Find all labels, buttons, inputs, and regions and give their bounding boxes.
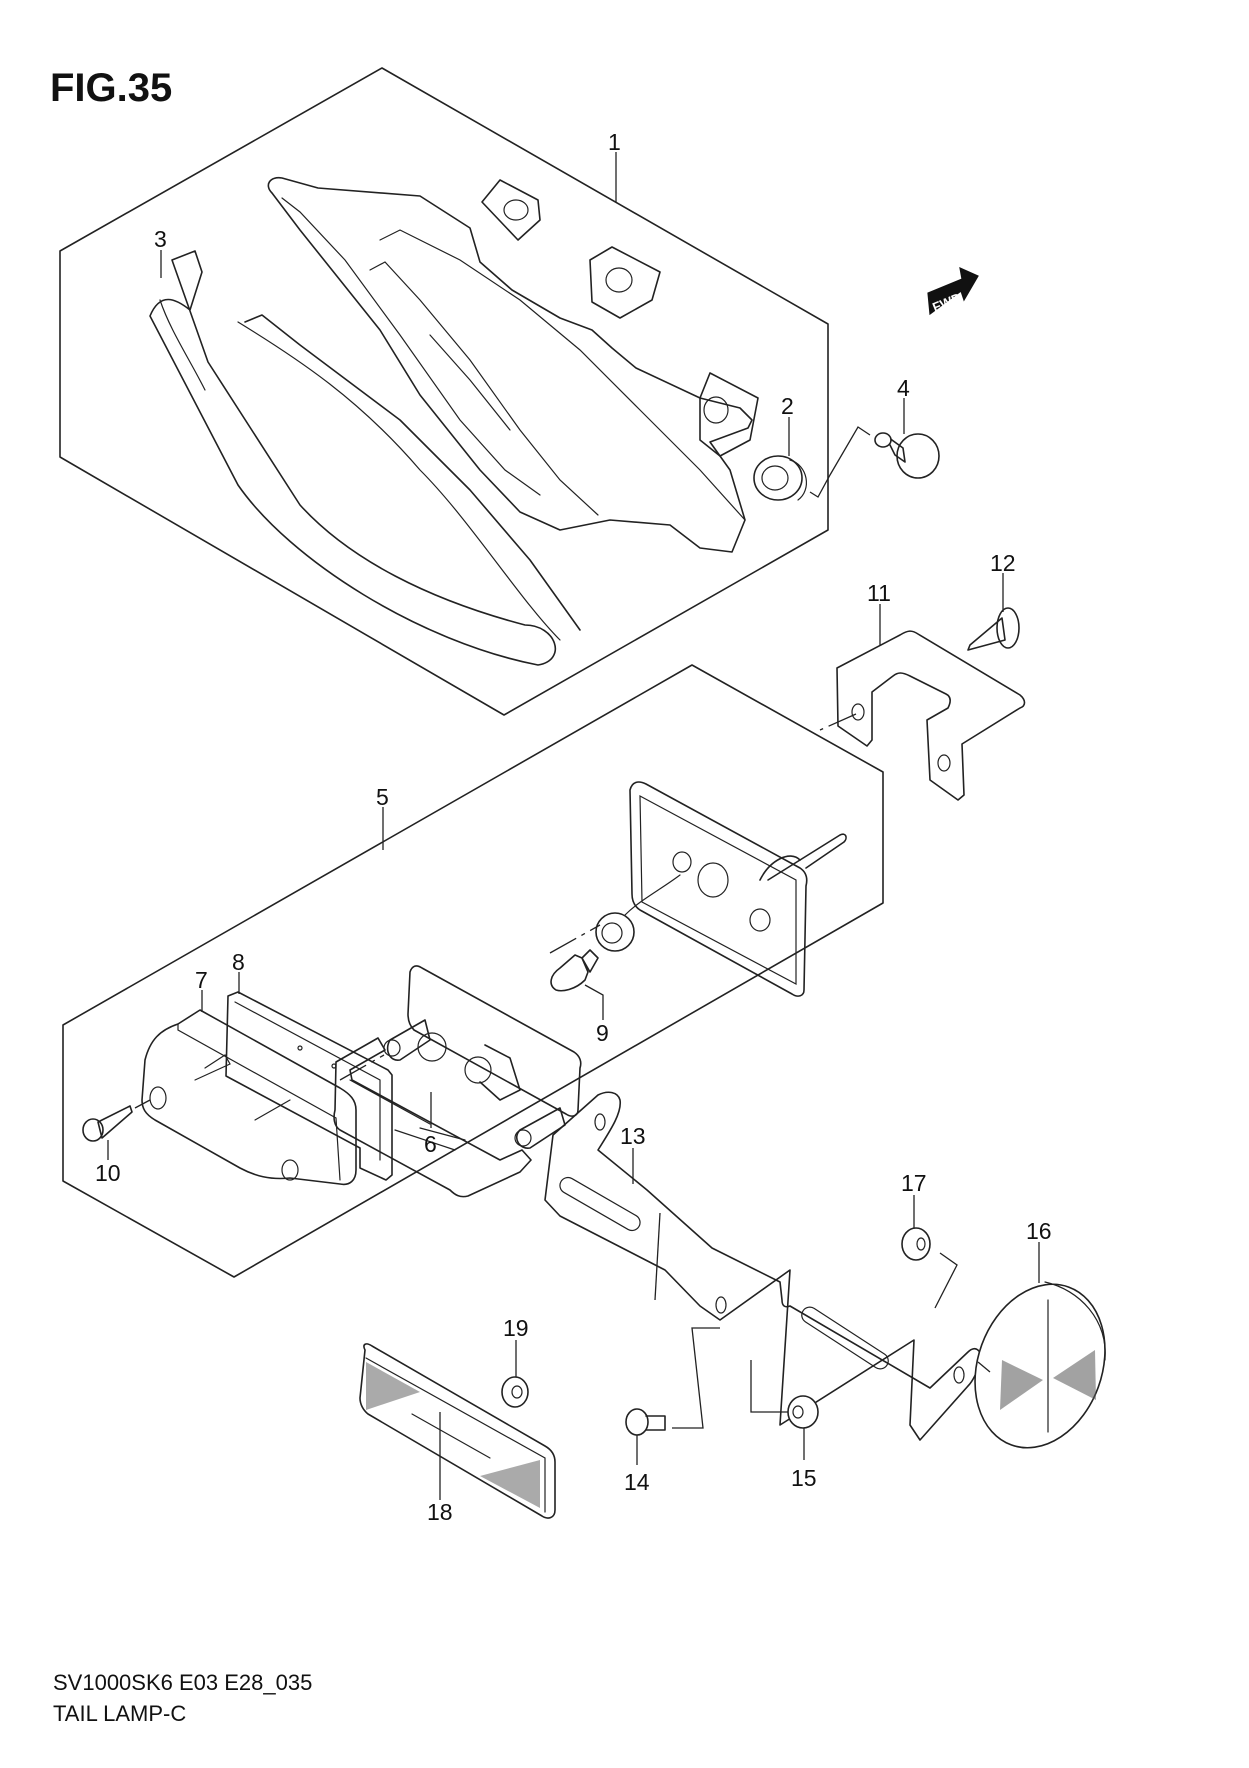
part-13-reflector-bracket[interactable] xyxy=(544,1091,982,1441)
callout-3[interactable]: 3 xyxy=(154,226,167,252)
part-9-bulb[interactable] xyxy=(550,949,604,1020)
part-8-gasket[interactable] xyxy=(225,972,393,1181)
callout-8[interactable]: 8 xyxy=(232,949,245,975)
callout-14[interactable]: 14 xyxy=(624,1469,650,1495)
part-2-grommet[interactable] xyxy=(753,417,807,501)
part-3-cushion[interactable] xyxy=(149,250,581,666)
part-7-lens[interactable] xyxy=(141,990,357,1186)
part-10-screw[interactable] xyxy=(82,1099,151,1160)
model-code: SV1000SK6 E03 E28_035 xyxy=(53,1670,313,1695)
part-1-tail-lamp[interactable] xyxy=(267,152,759,553)
callout-16[interactable]: 16 xyxy=(1026,1218,1052,1244)
part-12-screw[interactable] xyxy=(967,573,1020,651)
part-18-side-reflector[interactable] xyxy=(359,1343,556,1519)
callout-7[interactable]: 7 xyxy=(195,967,208,993)
callout-11[interactable]: 11 xyxy=(867,580,891,606)
callout-18[interactable]: 18 xyxy=(427,1499,453,1525)
callout-12[interactable]: 12 xyxy=(990,550,1016,576)
figure-caption: TAIL LAMP-C xyxy=(53,1701,187,1726)
assembly-box-5 xyxy=(62,664,884,1278)
callout-10[interactable]: 10 xyxy=(95,1160,121,1186)
callout-15[interactable]: 15 xyxy=(791,1465,817,1491)
callout-13[interactable]: 13 xyxy=(620,1123,646,1149)
callout-6[interactable]: 6 xyxy=(424,1131,437,1157)
callout-1[interactable]: 1 xyxy=(608,129,621,155)
assembly-box-1 xyxy=(59,67,829,716)
callout-5[interactable]: 5 xyxy=(376,784,389,810)
part-15-nut[interactable] xyxy=(750,1360,819,1460)
part-19-nut[interactable] xyxy=(501,1340,529,1408)
part-4-bolt[interactable] xyxy=(809,398,940,498)
callout-2[interactable]: 2 xyxy=(781,393,794,419)
part-16-round-reflector[interactable] xyxy=(953,1242,1127,1466)
part-6-lens-cover[interactable] xyxy=(333,1037,532,1198)
callout-19[interactable]: 19 xyxy=(503,1315,529,1341)
fwd-arrow-icon: FWD xyxy=(927,266,979,316)
part-5-lamp-holder[interactable] xyxy=(339,965,582,1149)
figure-title: FIG.35 xyxy=(50,66,173,110)
part-14-bolt[interactable] xyxy=(625,1327,720,1465)
callout-4[interactable]: 4 xyxy=(897,375,910,401)
part-11-bracket[interactable] xyxy=(819,604,1026,801)
part-17-nut[interactable] xyxy=(901,1195,958,1309)
part-5-lamp-base[interactable] xyxy=(549,781,847,997)
callout-9[interactable]: 9 xyxy=(596,1020,609,1046)
callout-17[interactable]: 17 xyxy=(901,1170,927,1196)
